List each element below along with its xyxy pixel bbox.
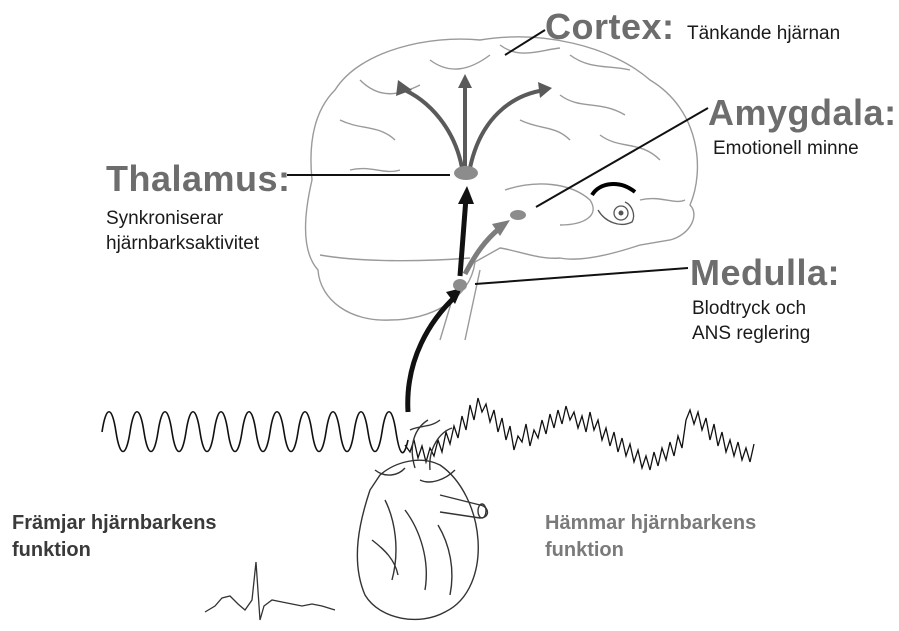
- thalamus-description: Synkroniserar hjärnbarksaktivitet: [106, 206, 259, 256]
- coherent-wave: [102, 412, 408, 453]
- thalamus-node: [454, 166, 478, 180]
- medulla-node: [453, 279, 467, 291]
- cortex-description: Tänkande hjärnan: [687, 23, 840, 44]
- cortex-arrows: [400, 82, 545, 168]
- incoherent-wave: [405, 398, 754, 470]
- amygdala-heading: Amygdala: [708, 92, 884, 133]
- promotes-caption-line1: Främjar hjärnbarkens: [12, 510, 217, 537]
- medulla-description: Blodtryck och ANS reglering: [692, 296, 810, 346]
- cortex-label: Cortex: Tänkande hjärnan: [545, 6, 840, 48]
- ascending-arrow: [408, 186, 510, 412]
- promotes-caption-line2: funktion: [12, 537, 217, 564]
- inhibits-caption-line1: Hämmar hjärnbarkens: [545, 510, 756, 537]
- medulla-colon: :: [828, 252, 841, 293]
- amygdala-label: Amygdala:: [708, 92, 897, 134]
- medulla-heading: Medulla: [690, 252, 828, 293]
- amygdala-description: Emotionell minne: [713, 136, 859, 161]
- leader-lines: [287, 30, 708, 284]
- thalamus-description-line1: Synkroniserar: [106, 206, 259, 231]
- medulla-description-line1: Blodtryck och: [692, 296, 810, 321]
- amygdala-colon: :: [884, 92, 897, 133]
- medulla-description-line2: ANS reglering: [692, 321, 810, 346]
- cortex-colon: :: [662, 6, 675, 47]
- thalamus-label: Thalamus:: [106, 158, 291, 200]
- cortex-heading: Cortex: [545, 6, 662, 47]
- promotes-cortex-caption: Främjar hjärnbarkens funktion: [12, 510, 217, 564]
- brain-illustration: [306, 37, 698, 340]
- eye-icon: [592, 184, 635, 224]
- inhibits-cortex-caption: Hämmar hjärnbarkens funktion: [545, 510, 756, 564]
- thalamus-heading: Thalamus: [106, 158, 278, 199]
- thalamus-colon: :: [278, 158, 291, 199]
- medulla-label: Medulla:: [690, 252, 840, 294]
- thalamus-description-line2: hjärnbarksaktivitet: [106, 231, 259, 256]
- amygdala-node: [510, 210, 526, 220]
- inhibits-caption-line2: funktion: [545, 537, 756, 564]
- ecg-trace: [205, 562, 335, 620]
